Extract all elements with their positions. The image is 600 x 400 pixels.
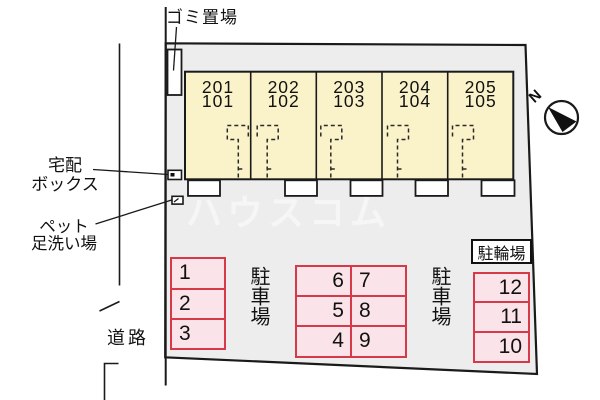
porch [187, 179, 221, 197]
parking-stall-4: 4 [294, 325, 352, 358]
stall-number: 8 [359, 299, 371, 323]
car-parking-label-right: 駐車場 [428, 266, 450, 326]
parking-stall-5: 5 [294, 295, 352, 328]
stall-number: 7 [359, 268, 371, 292]
porch [414, 179, 449, 197]
unit-upper: 204 [398, 77, 432, 97]
stall-number: 3 [179, 322, 191, 346]
stall-number: 12 [498, 275, 522, 299]
unit-lower: 103 [333, 90, 366, 111]
delivery-box-label-line2: ボックス [31, 175, 99, 194]
unit-label-205-105: 205 105 [448, 77, 514, 111]
unit-label-203-103: 203 103 [316, 77, 382, 111]
pet-wash-box [171, 195, 184, 205]
garbage-leader-line [172, 26, 178, 71]
unit-lower: 104 [398, 90, 432, 111]
bicycle-stall-12: 12 [473, 271, 530, 304]
unit-upper: 201 [201, 77, 235, 97]
parking-stall-9: 9 [350, 325, 407, 358]
porch [480, 179, 516, 197]
road-label: 道路 [107, 328, 149, 348]
stall-number: 10 [498, 334, 522, 358]
stall-number: 2 [179, 291, 191, 315]
stall-number: 6 [332, 268, 344, 292]
parking-stall-7: 7 [350, 264, 407, 297]
compass-needle [548, 107, 577, 132]
pet-wash-label-line1: ペット [39, 218, 89, 236]
road-edge-line-lower [103, 362, 119, 400]
watermark: ハウスコム [186, 192, 392, 233]
porch [284, 179, 318, 197]
parking-stall-8: 8 [350, 295, 407, 328]
stall-number: 5 [332, 299, 344, 323]
garbage-area-label: ゴミ置場 [166, 8, 238, 27]
pet-wash-mark [173, 197, 179, 203]
unit-upper: 202 [267, 77, 300, 97]
entry-dashed-mark [451, 124, 475, 179]
unit-upper: 205 [464, 77, 497, 97]
pet-wash-label-line2: 足洗い場 [31, 235, 97, 253]
delivery-box [167, 169, 183, 181]
bicycle-stall-11: 11 [473, 301, 530, 334]
delivery-box-label-line1: 宅配 [48, 156, 82, 175]
unit-lower: 101 [201, 90, 235, 111]
road-break-mark [99, 300, 120, 312]
delivery-leader-line [92, 168, 169, 176]
porch [349, 179, 384, 197]
entry-dashed-mark [226, 124, 250, 179]
entry-dashed-mark [256, 124, 279, 179]
delivery-box-mark [170, 173, 175, 177]
parking-stall-2: 2 [170, 287, 226, 320]
unit-label-204-104: 204 104 [382, 77, 448, 111]
pet-wash-leader-line [95, 199, 173, 225]
unit-lower: 102 [267, 90, 300, 111]
parking-stall-6: 6 [294, 264, 352, 297]
pet-wash-label: ペット 足洗い場 [14, 219, 114, 253]
entry-dashed-mark [320, 124, 343, 179]
delivery-box-label: 宅配 ボックス [16, 156, 114, 194]
bicycle-stall-10: 10 [473, 331, 530, 363]
unit-lower: 105 [464, 90, 497, 111]
unit-label-202-102: 202 102 [251, 77, 317, 111]
unit-label-201-101: 201 101 [185, 77, 251, 111]
stall-number: 4 [332, 329, 344, 353]
parking-stall-3: 3 [170, 317, 226, 351]
stall-number: 11 [500, 305, 522, 329]
parking-stall-1: 1 [170, 257, 226, 290]
bicycle-parking-label: 駐輪場 [471, 239, 532, 264]
entry-dashed-mark [386, 124, 410, 179]
stall-number: 9 [359, 329, 371, 353]
car-parking-label-left: 駐車場 [247, 266, 269, 326]
unit-upper: 203 [333, 77, 366, 97]
stall-number: 1 [179, 261, 191, 285]
